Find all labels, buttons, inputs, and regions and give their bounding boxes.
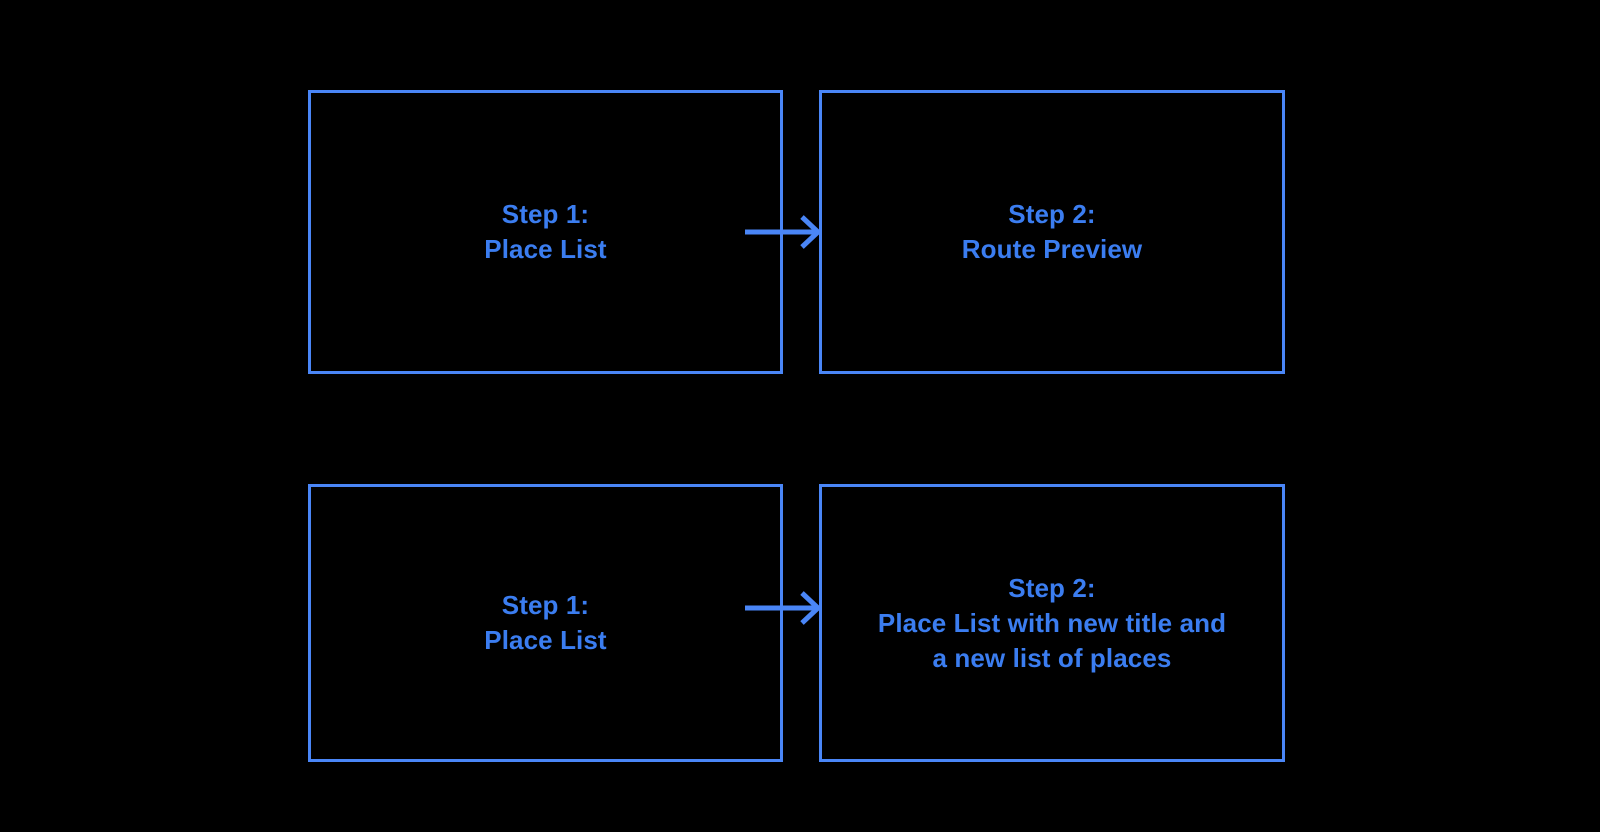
flow-box-row1-step2[interactable]: Step 2: Route Preview [819, 90, 1285, 374]
flow-box-label: Step 2: Route Preview [961, 199, 1143, 264]
flow-row-2: Step 1: Place List Step 2: Place List wi… [0, 484, 1600, 762]
flow-row-1: Step 1: Place List Step 2: Route Preview [0, 90, 1600, 374]
flow-box-row1-step1[interactable]: Step 1: Place List [308, 90, 783, 374]
flow-box-row2-step1[interactable]: Step 1: Place List [308, 484, 783, 762]
flow-box-label: Step 1: Place List [484, 590, 607, 655]
flow-box-row2-step2[interactable]: Step 2: Place List with new title and a … [819, 484, 1285, 762]
flow-box-label: Step 1: Place List [484, 199, 607, 264]
arrow-right-icon [745, 212, 821, 252]
flow-box-label: Step 2: Place List with new title and a … [877, 572, 1227, 673]
arrow-right-icon [745, 588, 821, 628]
